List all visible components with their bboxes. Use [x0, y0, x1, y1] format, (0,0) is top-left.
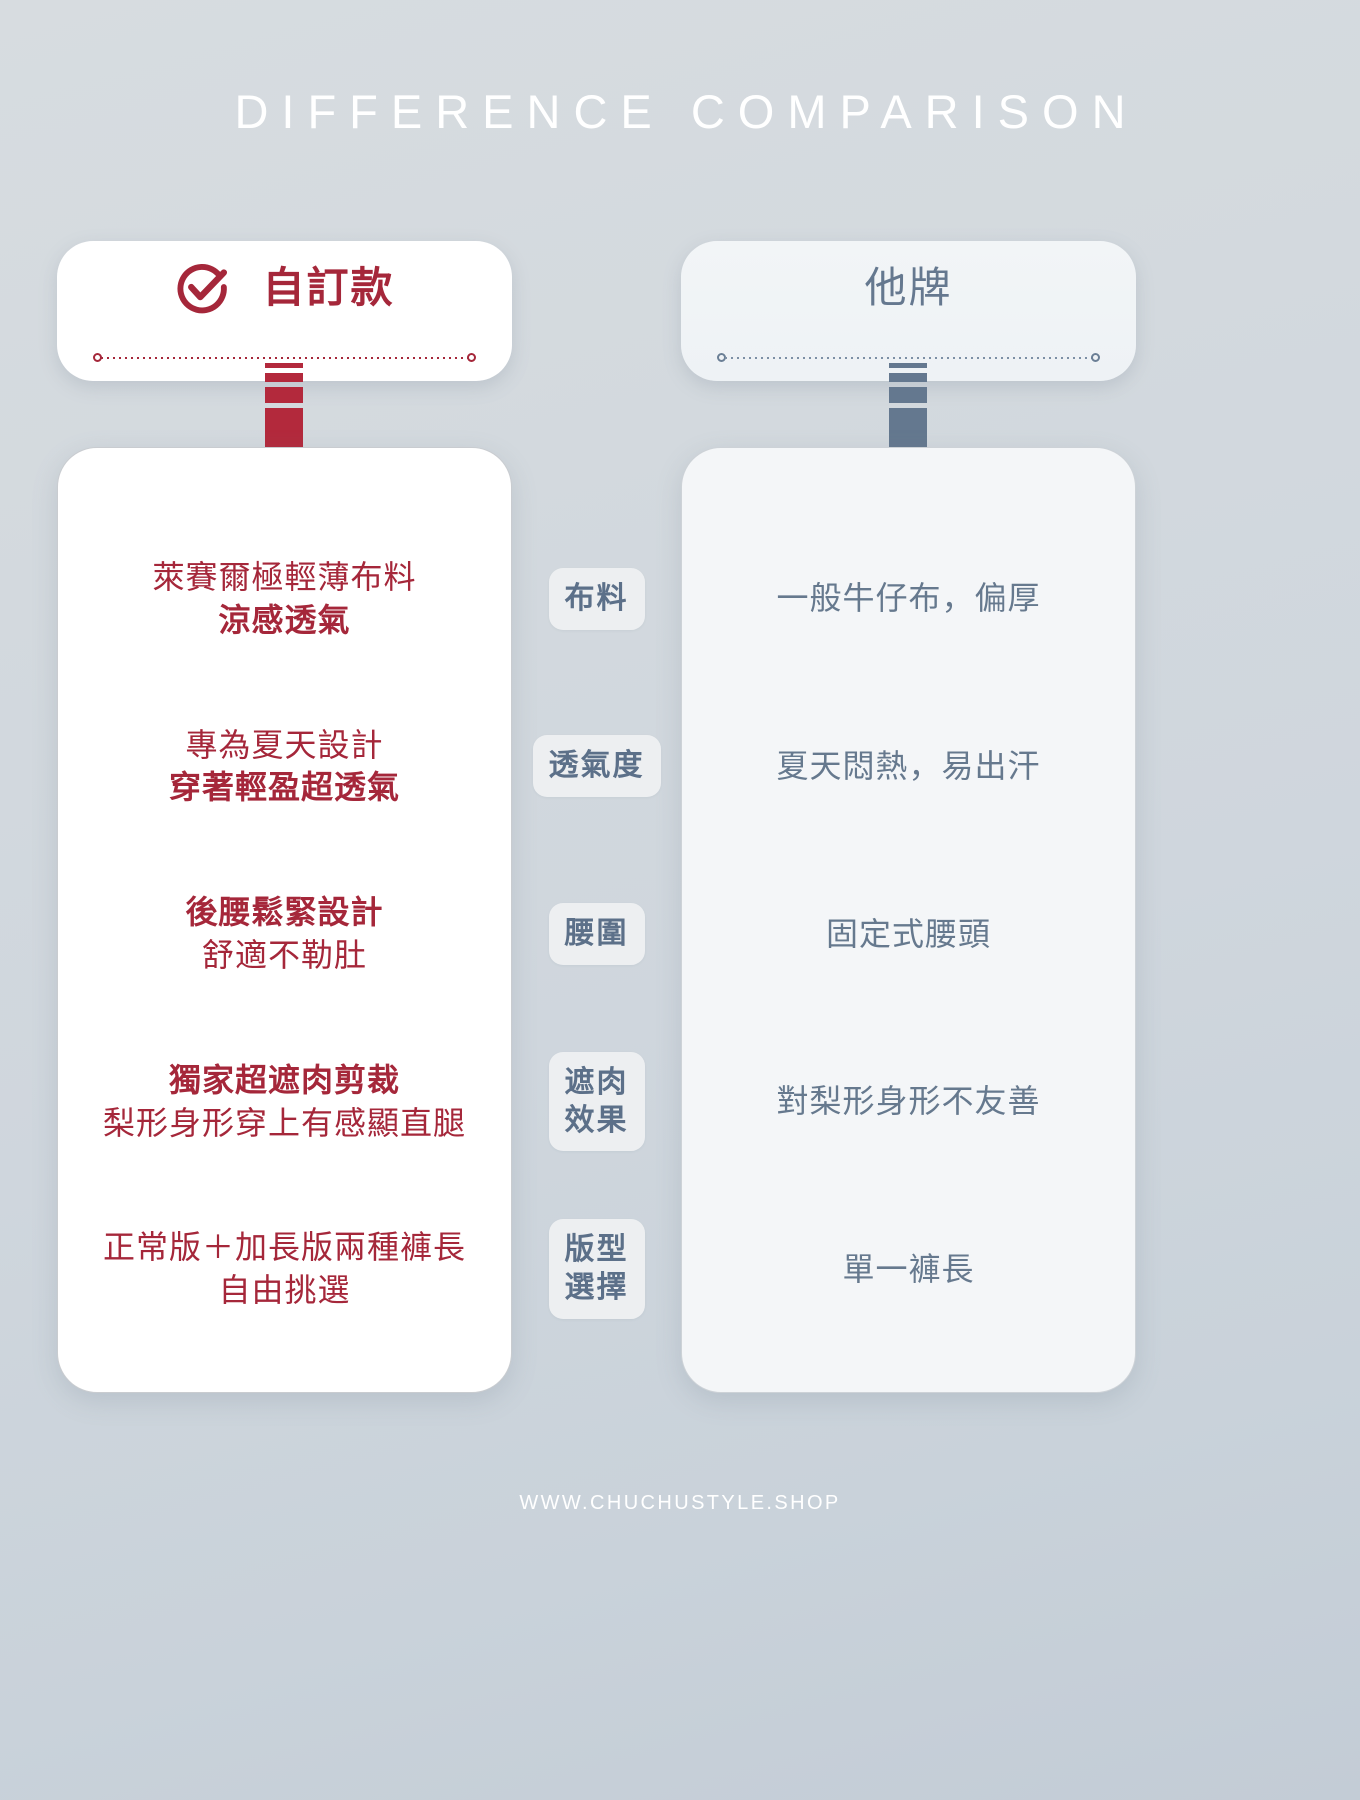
row-label-cell: 遮肉 效果: [512, 1051, 681, 1152]
row-label-pill: 腰圍: [548, 903, 645, 965]
row-label-cell: 腰圍: [512, 903, 681, 965]
row-left-line2: 涼感透氣: [218, 601, 351, 638]
row-label-pill: 布料: [548, 567, 645, 630]
comparison-rows: 萊賽爾極輕薄布料 涼感透氣 布料 一般牛仔布，偏厚 專為夏天設計 穿著輕盈超透氣…: [0, 447, 1360, 1393]
footer-website: WWW.CHUCHUSTYLE.SHOP: [519, 1492, 841, 1514]
row-right-line1: 一般牛仔布，偏厚: [776, 580, 1041, 617]
header-left-label: 自訂款: [262, 263, 395, 311]
header-left-inner: 自訂款: [57, 241, 512, 334]
row-left-cell: 獨家超遮肉剪裁 梨形身形穿上有感顯直腿: [57, 1059, 512, 1145]
body-card-right: [681, 447, 1136, 1393]
row-right-cell: 對梨形身形不友善: [681, 1080, 1136, 1123]
arrow-segment-2: [889, 373, 927, 382]
row-left-cell: 正常版＋加長版兩種褲長 自由挑選: [57, 1226, 512, 1312]
divider-line: [723, 357, 1094, 359]
arrow-segment-3: [265, 387, 303, 403]
row-left-line1: 後腰鬆緊設計: [185, 894, 384, 931]
comparison-row: 萊賽爾極輕薄布料 涼感透氣 布料 一般牛仔布，偏厚: [0, 515, 1360, 683]
row-left-line2: 自由挑選: [218, 1272, 351, 1309]
row-left-cell: 後腰鬆緊設計 舒適不勒肚: [57, 891, 512, 977]
divider-line: [99, 357, 470, 359]
header-right-inner: 他牌: [681, 241, 1136, 334]
comparison-row: 正常版＋加長版兩種褲長 自由挑選 版型 選擇 單一褲長: [0, 1185, 1360, 1353]
row-right-line1: 對梨形身形不友善: [776, 1083, 1041, 1120]
row-left-line2: 舒適不勒肚: [201, 936, 367, 973]
check-circle-icon: [177, 263, 228, 313]
row-left-cell: 萊賽爾極輕薄布料 涼感透氣: [57, 556, 512, 642]
header-card-left: 自訂款: [57, 241, 512, 381]
header-card-right: 他牌: [681, 241, 1136, 381]
row-label-pill: 透氣度: [532, 735, 661, 798]
row-right-line1: 單一褲長: [842, 1250, 975, 1287]
row-left-line2: 穿著輕盈超透氣: [168, 769, 400, 806]
header-right-label: 他牌: [864, 263, 953, 311]
body-card-left: [57, 447, 512, 1393]
arrow-segment-1: [265, 363, 303, 368]
row-left-line1: 萊賽爾極輕薄布料: [152, 558, 417, 595]
row-right-cell: 夏天悶熱，易出汗: [681, 745, 1136, 788]
row-left-cell: 專為夏天設計 穿著輕盈超透氣: [57, 724, 512, 810]
row-label-cell: 透氣度: [512, 735, 681, 798]
divider-dotted-right: [717, 353, 1100, 362]
row-label-cell: 版型 選擇: [512, 1219, 681, 1319]
arrow-segment-2: [265, 373, 303, 382]
divider-cap-right: [467, 353, 476, 362]
comparison-row: 專為夏天設計 穿著輕盈超透氣 透氣度 夏天悶熱，易出汗: [0, 683, 1360, 851]
comparison-row: 後腰鬆緊設計 舒適不勒肚 腰圍 固定式腰頭: [0, 850, 1360, 1018]
row-label-pill: 版型 選擇: [548, 1219, 645, 1319]
row-label-pill: 遮肉 效果: [548, 1051, 645, 1152]
row-right-cell: 單一褲長: [681, 1248, 1136, 1291]
row-right-cell: 固定式腰頭: [681, 913, 1136, 956]
row-right-line1: 夏天悶熱，易出汗: [776, 747, 1041, 784]
divider-cap-right: [1091, 353, 1100, 362]
arrow-segment-1: [889, 363, 927, 368]
comparison-row: 獨家超遮肉剪裁 梨形身形穿上有感顯直腿 遮肉 效果 對梨形身形不友善: [0, 1018, 1360, 1186]
row-right-line1: 固定式腰頭: [825, 915, 991, 952]
row-left-line1: 專為夏天設計: [185, 726, 384, 763]
arrow-segment-3: [889, 387, 927, 403]
divider-dotted-left: [93, 353, 476, 362]
page-title: DIFFERENCE COMPARISON: [234, 85, 1139, 138]
row-left-line1: 獨家超遮肉剪裁: [168, 1061, 400, 1098]
row-label-cell: 布料: [512, 567, 681, 630]
row-left-line2: 梨形身形穿上有感顯直腿: [102, 1104, 466, 1141]
row-left-line1: 正常版＋加長版兩種褲長: [102, 1229, 466, 1266]
row-right-cell: 一般牛仔布，偏厚: [681, 577, 1136, 620]
